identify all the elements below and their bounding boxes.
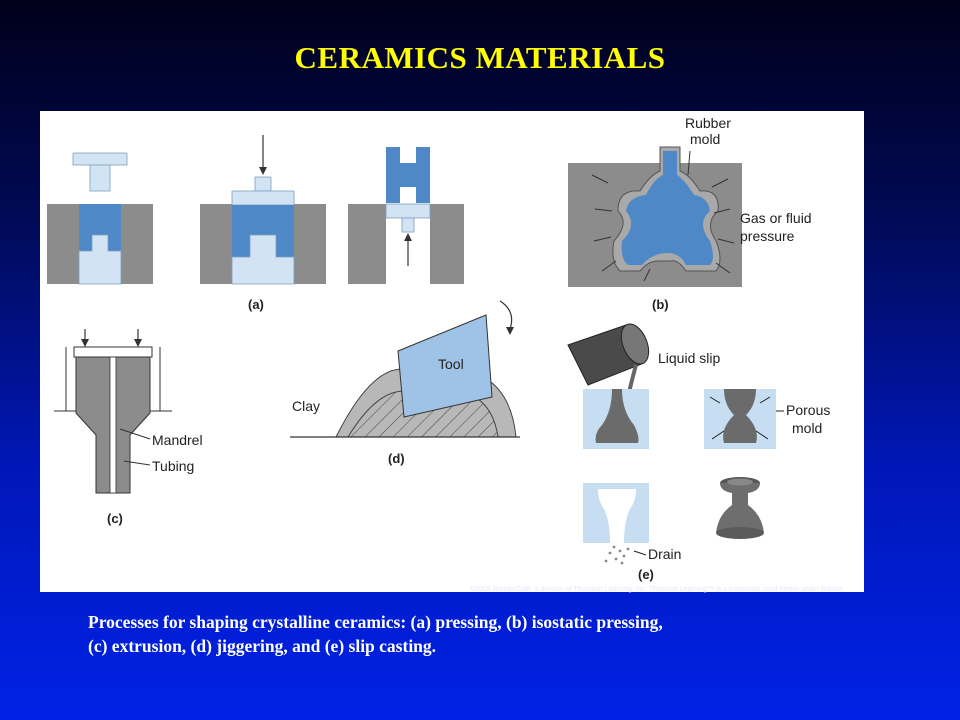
label-liquid-slip: Liquid slip [658,350,720,366]
label-d: (d) [388,451,405,466]
label-a: (a) [248,297,264,312]
pressing-step-2: (a) [200,135,326,312]
ceramic-shaping-figure: (a) Rubber mold Gas or fluid pressure (b… [40,111,864,592]
caption-line-2: (c) extrusion, (d) jiggering, and (e) sl… [88,636,437,656]
label-tool: Tool [438,356,464,372]
label-porous-2: mold [792,420,822,436]
isostatic-pressing-diagram: Rubber mold Gas or fluid pressure (b) [568,115,812,312]
porous-mold-arrows [709,396,771,440]
pressure-arrows [591,174,735,282]
extrusion-diagram: Mandrel Tubing (c) [54,329,203,526]
label-porous-1: Porous [786,402,830,418]
finished-piece [716,477,764,539]
label-e: (e) [638,567,654,582]
slip-casting-diagram: Liquid slip Porous mold Drain (e) [567,323,830,582]
jiggering-diagram: Tool Clay (d) [290,300,520,466]
label-rubber-mold-1: Rubber [685,115,731,131]
figure-svg: (a) Rubber mold Gas or fluid pressure (b… [47,115,830,582]
drain-droplets [604,545,630,565]
label-c: (c) [107,511,123,526]
pressing-diagram: (a) [47,135,464,312]
label-drain: Drain [648,546,681,562]
label-b: (b) [652,297,669,312]
label-gas-1: Gas or fluid [740,210,812,226]
pressing-step-3 [348,147,464,284]
label-clay: Clay [292,398,320,414]
copyright-notice: ©2003 Brooks/Cole, a division of Thomson… [470,586,845,593]
label-rubber-mold-2: mold [690,131,720,147]
figure-caption: Processes for shaping crystalline cerami… [88,610,888,658]
label-mandrel: Mandrel [152,432,203,448]
pressing-step-1 [47,152,153,285]
label-tubing: Tubing [152,458,194,474]
slide-title: CERAMICS MATERIALS [294,40,666,75]
caption-line-1: Processes for shaping crystalline cerami… [88,612,663,632]
label-gas-2: pressure [740,228,795,244]
